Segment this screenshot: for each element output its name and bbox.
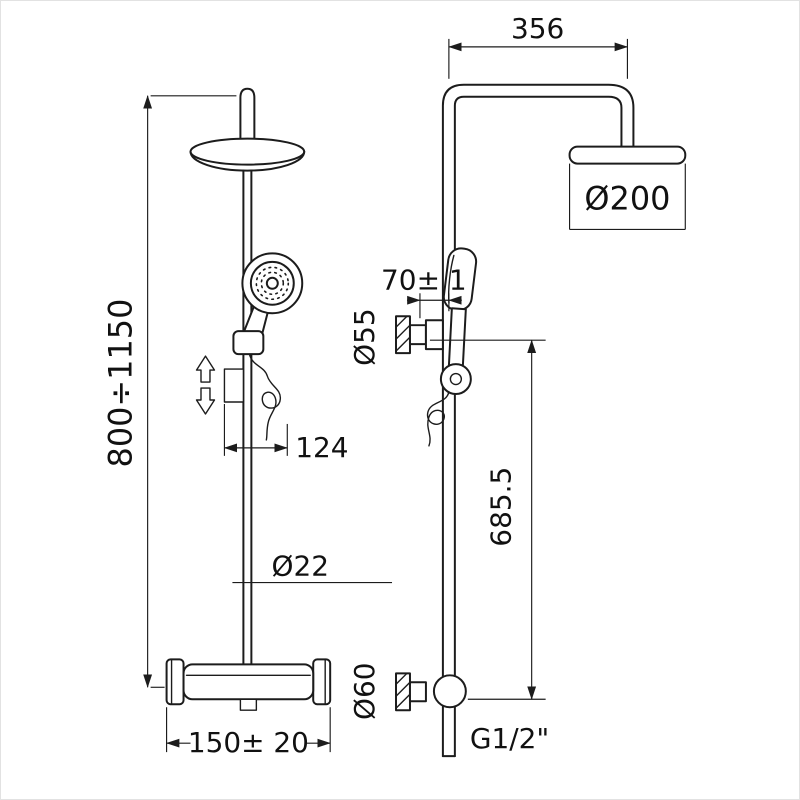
dimension-head-diameter: Ø200 [569,163,686,231]
dimension-mixer-spacing: 150± 20 [166,707,331,759]
top-arm-stub [239,87,256,144]
bracket-diameter-label: Ø55 [348,308,381,366]
wall-bracket-neck [408,324,427,346]
wall-bracket-nut [424,319,444,351]
dimension-slider-offset: 124 [223,403,349,464]
riser-height-label: 685.5 [485,467,518,547]
mixer-spacing-label: 150± 20 [188,726,309,759]
slide-down-arrow-icon [195,387,216,415]
elbow-diameter-label: Ø60 [348,663,381,721]
slider-offset-label: 124 [295,431,348,464]
wall-bracket-hatch-1 [395,315,408,328]
mixer-label-mask [190,728,307,758]
inlet-flange-hatch-3 [395,693,411,709]
slider-bracket [223,368,245,403]
holder-side-knob [439,363,472,396]
slide-up-arrow-icon [195,355,216,383]
mixer-body [182,663,315,701]
wall-bracket-flange [395,315,411,355]
hose-coil-side [426,391,450,447]
side-view [395,83,687,758]
shower-head-rim [189,150,306,172]
dimension-height-range: 800÷1150 [102,95,237,688]
dimensions: 800÷1150 124 Ø22 150± 20 356 [102,12,686,759]
pipe-inner-contour [453,95,623,758]
head-diameter-label: Ø200 [584,179,670,217]
dimension-arm-reach: 356 [448,12,629,79]
handshower-nozzles-inner [260,271,285,296]
dimension-riser-height: 685.5 [429,339,546,700]
dimension-pipe-diameter: Ø22 [232,550,393,584]
holder-side-knob-center [449,372,463,386]
dimension-bracket-depth: 70± 1 [381,263,467,319]
wall-bracket-hatch-2 [395,324,411,340]
shower-head-disc [189,137,306,166]
inlet-flange [395,672,411,712]
shower-head-profile [568,145,687,165]
inlet-flange-hatch-1 [395,672,408,685]
inlet-flange-hatch-2 [395,681,411,697]
mixer-right-knob [312,658,332,706]
handshower-holder [232,330,265,356]
handshower-side-handle [447,307,467,368]
mixer-outlet-stub [239,698,258,711]
handshower-face-ring [249,260,295,306]
inlet-neck [408,681,427,703]
pipe-diameter-label: Ø22 [271,550,329,583]
wall-bracket-hatch-3 [395,336,411,352]
mixer-left-knob [165,658,185,706]
height-range-label: 800÷1150 [102,299,140,468]
dimension-elbow-diameter: Ø60 [348,663,381,721]
dimension-bracket-diameter: Ø55 [348,308,381,366]
hose-coil [248,353,282,441]
inlet-elbow [432,674,467,709]
front-view [165,87,332,711]
connection-thread-label: G1/2" [470,722,549,755]
arm-reach-label: 356 [511,12,564,45]
dimension-connection-thread: G1/2" [470,722,549,755]
handshower-nozzles-outer [255,266,290,301]
pipe-outer-contour [441,83,635,758]
bracket-depth-label: 70± 1 [381,263,467,296]
handshower-hub [265,276,279,290]
